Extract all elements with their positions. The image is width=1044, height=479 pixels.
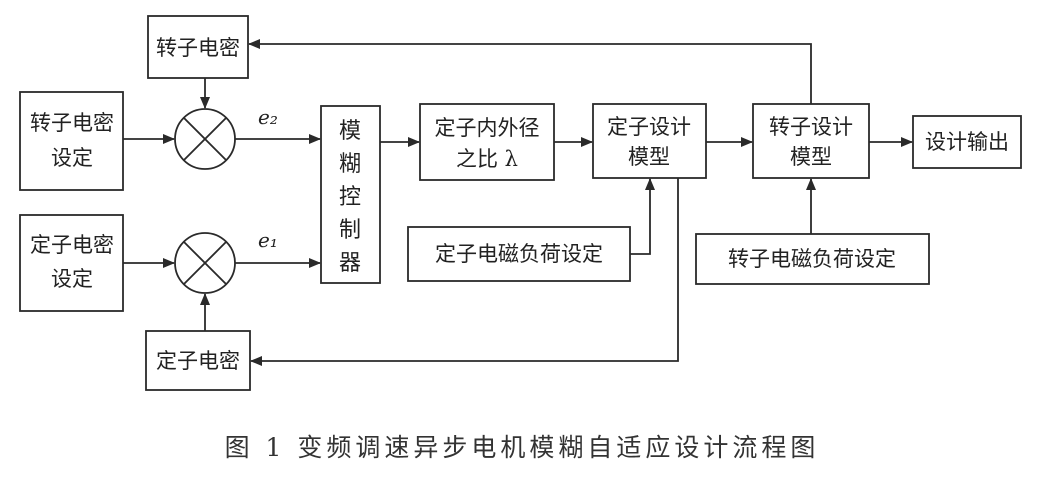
fuzzy-controller-char-3: 控: [339, 185, 361, 210]
rotor-design-model-box: 转子设计 模型: [752, 103, 870, 179]
stator-density-feedback-box: 定子电密: [145, 330, 251, 391]
stator-density-setting-label-line1: 定子电密: [30, 233, 114, 257]
stator-design-model-label-line1: 定子设计: [607, 115, 691, 139]
stator-density-setting-box: 定子电密 设定: [19, 214, 124, 312]
design-output-label: 设计输出: [925, 130, 1009, 154]
error-e2-label: e₂: [258, 105, 278, 129]
stator-em-load-label: 定子电磁负荷设定: [435, 242, 603, 266]
summing-junction-lower: [174, 232, 236, 294]
fuzzy-controller-char-4: 制: [339, 218, 361, 243]
rotor-em-load-label: 转子电磁负荷设定: [728, 247, 896, 271]
rotor-em-load-box: 转子电磁负荷设定: [695, 233, 930, 285]
arrow-stator-load-to-stator-model: [630, 178, 655, 255]
diameter-ratio-label-line1: 定子内外径: [435, 116, 540, 140]
feedback-rotor-density: [248, 39, 812, 104]
diameter-ratio-label-line2: 之比 λ: [456, 147, 518, 171]
rotor-density-feedback-box: 转子电密: [147, 15, 249, 79]
fuzzy-controller-box: 模 糊 控 制 器: [320, 105, 381, 284]
stator-density-feedback-label: 定子电密: [156, 349, 240, 373]
feedback-stator-density: [250, 178, 679, 366]
summing-junction-upper: [174, 108, 236, 170]
design-output-box: 设计输出: [912, 115, 1022, 169]
rotor-density-setting-box: 转子电密 设定: [19, 91, 124, 191]
stator-design-model-box: 定子设计 模型: [592, 103, 707, 179]
fuzzy-controller-char-5: 器: [339, 251, 361, 276]
stator-em-load-box: 定子电磁负荷设定: [407, 226, 631, 282]
stator-design-model-label-line2: 模型: [628, 145, 670, 169]
diameter-ratio-box: 定子内外径 之比 λ: [419, 103, 555, 181]
fuzzy-controller-char-2: 糊: [339, 152, 361, 177]
stator-density-setting-label-line2: 设定: [51, 267, 93, 291]
rotor-density-setting-label-line1: 转子电密: [30, 111, 114, 135]
rotor-density-setting-label-line2: 设定: [51, 146, 93, 170]
fuzzy-controller-char-1: 模: [339, 119, 361, 144]
error-e1-label: e₁: [258, 228, 278, 252]
rotor-design-model-label-line1: 转子设计: [769, 115, 853, 139]
connectors: [123, 39, 913, 366]
rotor-density-feedback-label: 转子电密: [156, 36, 240, 60]
figure-caption: 图 1 变频调速异步电机模糊自适应设计流程图: [225, 433, 820, 462]
rotor-design-model-label-line2: 模型: [790, 145, 832, 169]
